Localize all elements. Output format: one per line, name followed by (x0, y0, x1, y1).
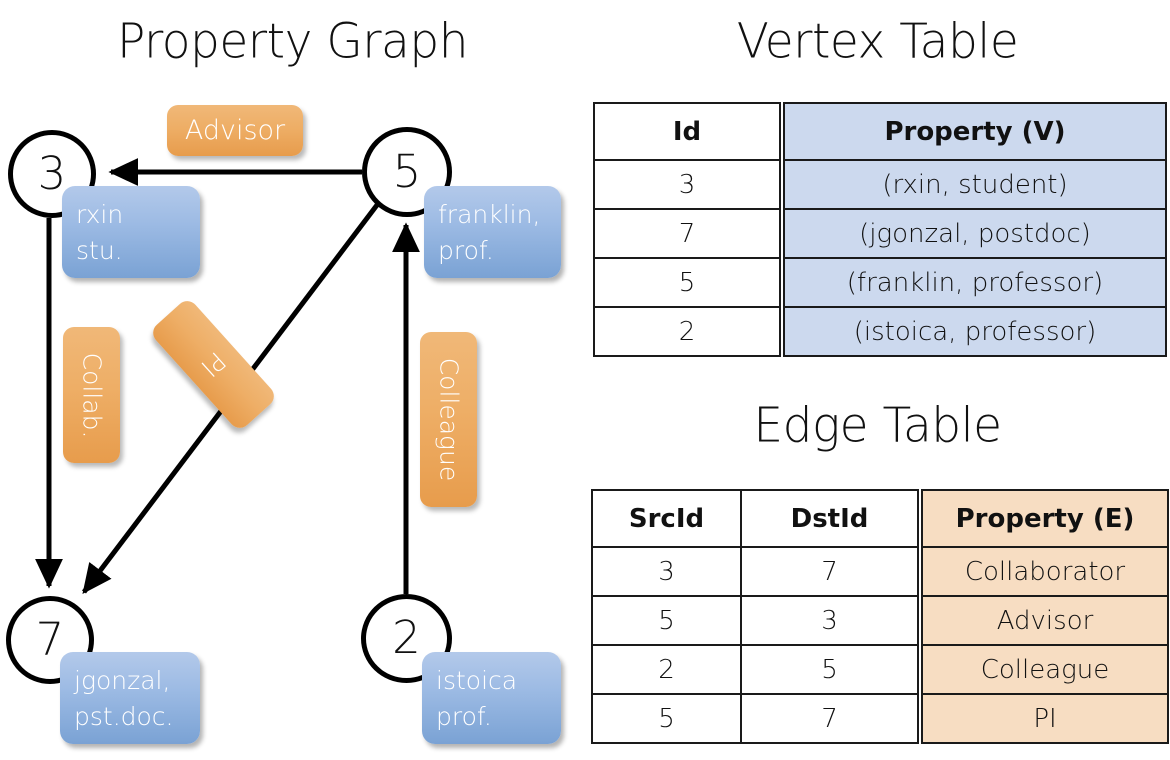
page-title-property-graph: Property Graph (117, 13, 469, 70)
vertex-property-7-line2: pst.doc. (74, 701, 174, 731)
graph-node-3-label: 3 (37, 146, 67, 200)
vertex-cell-id: 2 (593, 306, 781, 357)
edge-cell-property: Colleague (921, 644, 1169, 695)
graph-node-2[interactable]: 2 (361, 594, 452, 683)
edge-table-column-gap (918, 596, 922, 645)
vertex-table-column-gap (780, 209, 784, 258)
edge-table-column-gap (918, 490, 922, 547)
edge-label-box-collab: Collab. (63, 327, 120, 463)
edge-cell-srcid: 3 (591, 546, 742, 597)
table-row[interactable]: 3 (rxin, student) (593, 159, 1167, 210)
graph-node-2-label: 2 (392, 611, 421, 664)
vertex-cell-id: 7 (593, 208, 781, 259)
vertex-property-box-3: rxin stu. (62, 186, 200, 278)
edge-cell-srcid: 5 (591, 595, 742, 646)
edge-label-box-advisor: Advisor (167, 105, 303, 156)
vertex-cell-property: (istoica, professor) (783, 306, 1167, 357)
edge-label-colleague-text: Colleague (434, 357, 464, 482)
graph-node-5-label: 5 (392, 144, 422, 198)
edge-cell-property: Advisor (921, 595, 1169, 646)
vertex-property-3-line2: stu. (76, 235, 123, 265)
vertex-property-box-5: franklin, prof. (424, 186, 561, 278)
table-row[interactable]: 5 7 PI (591, 693, 1169, 744)
edge-table-column-gap (918, 694, 922, 743)
vertex-cell-id: 3 (593, 159, 781, 210)
edge-cell-dstid: 5 (740, 644, 919, 695)
edge-table-header-srcid: SrcId (591, 489, 742, 548)
vertex-property-7-line1: jgonzal, (74, 666, 171, 695)
edge-table-column-gap (918, 547, 922, 596)
edge-table-header-property: Property (E) (921, 489, 1169, 548)
edge-cell-dstid: 3 (740, 595, 919, 646)
table-row[interactable]: 2 5 Colleague (591, 644, 1169, 695)
graph-node-7-label: 7 (35, 612, 65, 666)
graph-node-5[interactable]: 5 (362, 127, 452, 217)
vertex-cell-id: 5 (593, 257, 781, 308)
vertex-cell-property: (jgonzal, postdoc) (783, 208, 1167, 259)
vertex-table-header-property: Property (V) (783, 102, 1167, 161)
edge-cell-dstid: 7 (740, 546, 919, 597)
edge-label-pi-text: PI (195, 346, 232, 383)
edge-cell-property: PI (921, 693, 1169, 744)
table-row[interactable]: 5 (franklin, professor) (593, 257, 1167, 308)
edge-cell-property: Collaborator (921, 546, 1169, 597)
page-title-edge-table: Edge Table (753, 397, 1002, 454)
edge-table: SrcId DstId Property (E) 3 7 Collaborato… (591, 489, 1169, 744)
edge-label-box-colleague: Colleague (420, 332, 477, 507)
vertex-table-header-row: Id Property (V) (593, 102, 1167, 161)
vertex-property-2-line1: istoica (436, 666, 518, 695)
edge-table-header-row: SrcId DstId Property (E) (591, 489, 1169, 548)
edge-table-header-dstid: DstId (740, 489, 919, 548)
table-row[interactable]: 5 3 Advisor (591, 595, 1169, 646)
vertex-property-5-line1: franklin, (438, 200, 541, 229)
vertex-table-column-gap (780, 160, 784, 209)
vertex-property-box-2: istoica prof. (422, 652, 561, 744)
edge-cell-dstid: 7 (740, 693, 919, 744)
table-row[interactable]: 2 (istoica, professor) (593, 306, 1167, 357)
vertex-property-5-line2: prof. (438, 235, 494, 265)
vertex-table: Id Property (V) 3 (rxin, student) 7 (jgo… (593, 102, 1167, 357)
vertex-cell-property: (franklin, professor) (783, 257, 1167, 308)
vertex-table-column-gap (780, 103, 784, 160)
table-row[interactable]: 3 7 Collaborator (591, 546, 1169, 597)
vertex-property-2-line2: prof. (436, 701, 492, 731)
vertex-property-3-line1: rxin (76, 200, 124, 229)
property-graph-diagram: 3 5 7 2 rxin stu. franklin, prof. jgonza… (6, 105, 561, 744)
table-row[interactable]: 7 (jgonzal, postdoc) (593, 208, 1167, 259)
edge-label-advisor-text: Advisor (184, 115, 286, 146)
vertex-property-box-7: jgonzal, pst.doc. (60, 652, 200, 744)
edge-cell-srcid: 2 (591, 644, 742, 695)
vertex-cell-property: (rxin, student) (783, 159, 1167, 210)
edge-table-column-gap (918, 645, 922, 694)
page-title-vertex-table: Vertex Table (736, 13, 1019, 70)
vertex-table-header-id: Id (593, 102, 781, 161)
edge-cell-srcid: 5 (591, 693, 742, 744)
vertex-table-column-gap (780, 258, 784, 307)
edge-label-collab-text: Collab. (77, 352, 106, 438)
vertex-table-column-gap (780, 307, 784, 356)
